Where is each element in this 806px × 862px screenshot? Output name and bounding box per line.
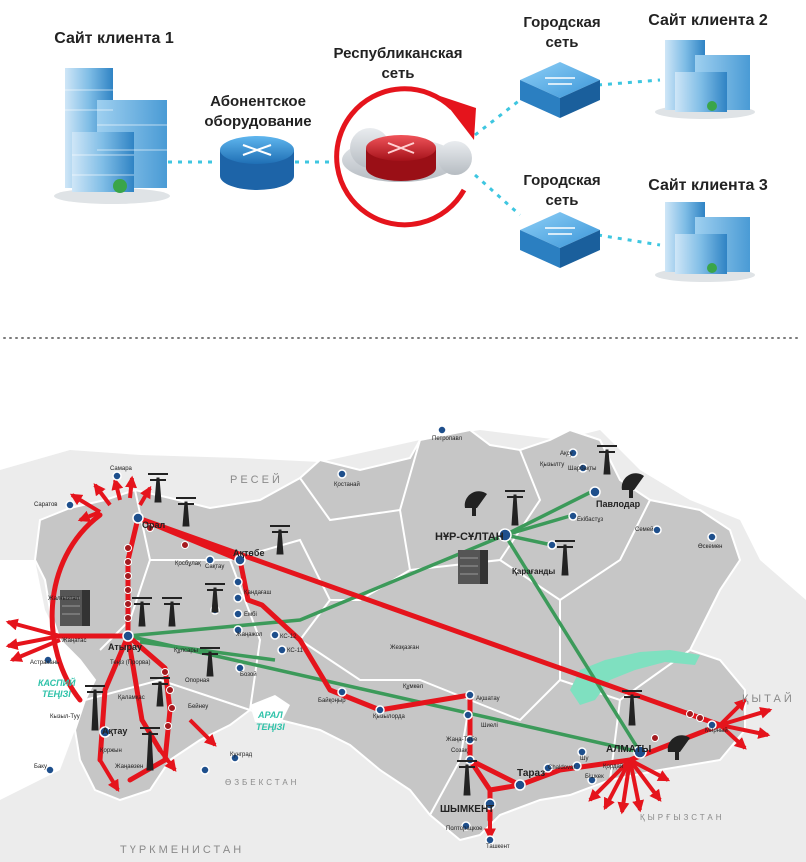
label-ks12: КС-12: [280, 634, 297, 640]
label-almaty: АЛМАТЫ: [606, 744, 652, 755]
label-taraz: Тараз: [517, 768, 545, 779]
small-city-labels: Петропавл Қостанай Семей Өскемен Жезқазғ…: [30, 436, 728, 850]
tower-icons: [85, 445, 642, 796]
label-baikonyr: Байқоңыр: [318, 697, 346, 704]
label-kyzylorda: Қызылорда: [373, 714, 405, 720]
label-kordai: Қордай: [603, 763, 623, 770]
label-mirny: Мирный: [705, 727, 728, 734]
subscriber-equipment-label-2: оборудование: [204, 113, 311, 130]
building-icon-3: [655, 202, 755, 282]
republican-network-label-2: сеть: [381, 65, 414, 82]
label-caspian-1: КАСПИЙ: [38, 677, 76, 688]
city-network-b-label-2: сеть: [545, 192, 578, 209]
label-tengiz: Теңіз (Прорва): [110, 660, 151, 666]
city-network-a-label-2: сеть: [545, 34, 578, 51]
label-zhanatas: Жаңатас: [62, 638, 86, 644]
label-kulsary: Құлсары: [174, 648, 198, 654]
label-kyrgyzstan: ҚЫРҒЫЗСТАН: [640, 813, 724, 822]
route-nodes: [124, 524, 704, 742]
label-oral: Орал: [142, 520, 166, 530]
label-kungrad: Кунград: [230, 752, 253, 758]
label-kyzylturu: Кызыл-Туу: [50, 714, 80, 720]
label-aktau: Ақтау: [102, 726, 127, 736]
label-atyrau: Атырау: [108, 642, 142, 652]
label-kandyagash: Қандағаш: [244, 590, 272, 596]
label-akshatau: Ақшатау: [476, 696, 500, 702]
label-kosbulak: Қосбұлақ: [175, 561, 201, 567]
switch-icon-city-b: [520, 212, 600, 268]
connection-lines: [168, 78, 661, 247]
switch-icon-city-a: [520, 62, 600, 118]
label-baku: Баку: [34, 764, 47, 770]
label-semey: Семей: [635, 526, 653, 533]
building-icon-1: [54, 68, 170, 204]
label-kostanay: Қостанай: [334, 481, 360, 488]
label-saratov: Саратов: [34, 502, 57, 508]
router-icon-subscriber: [220, 136, 294, 190]
republican-network-label-1: Республиканская: [333, 45, 462, 62]
subscriber-equipment-label-1: Абонентское: [210, 93, 306, 110]
red-arrow-clusters: [5, 475, 773, 841]
label-zhanaozen: Жаңаөзен: [115, 764, 143, 770]
label-shymkent: ШЫМКЕНТ: [440, 804, 494, 815]
client-site-3-label: Сайт клиента 3: [648, 177, 768, 194]
label-sozak: Созақ: [451, 748, 468, 754]
client-site-1-label: Сайт клиента 1: [54, 30, 174, 47]
label-pavlodar: Павлодар: [596, 499, 641, 509]
label-shu: Шу: [580, 756, 589, 762]
label-petropavl: Петропавл: [432, 436, 463, 442]
label-kazalinsk: Қоржын: [100, 748, 122, 754]
label-ks11: КС-11: [287, 648, 304, 654]
label-aral-1: АРАЛ: [257, 710, 284, 720]
label-ekibastuz: Екібастұз: [577, 517, 603, 523]
label-kumkol: Құмкөл: [403, 684, 424, 690]
label-bishkek: Бішкек: [585, 774, 604, 780]
label-kyzyltu: Қызылту: [540, 462, 564, 468]
label-shieli: Шиелі: [481, 723, 498, 729]
label-caspian-2: ТЕҢІЗІ: [42, 689, 71, 699]
green-backbone-lines: [127, 488, 642, 754]
label-turkmenistan: ТҮРКМЕНИСТАН: [120, 844, 244, 856]
city-network-b-label-1: Городская: [523, 172, 600, 189]
label-shcherbakty: Шарбақты: [568, 466, 597, 472]
label-china: ҚЫТАЙ: [742, 692, 795, 705]
label-bozoy: Бозой: [240, 671, 257, 678]
label-embi: Ембі: [244, 612, 257, 618]
label-chaldovar: Chaldovar: [548, 765, 575, 771]
label-aral-2: ТЕҢІЗІ: [256, 722, 285, 732]
label-samara: Самара: [110, 466, 133, 472]
top-diagram: Сайт клиента 1 Сайт клиента 2 Сайт клиен…: [54, 12, 768, 282]
label-uzbekistan: ӨЗБЕКСТАН: [225, 778, 299, 787]
satellite-dish-icons: [464, 473, 690, 760]
client-site-2-label: Сайт клиента 2: [648, 12, 768, 29]
building-icon-2: [655, 40, 755, 119]
label-oskemen: Өскемен: [698, 544, 722, 550]
label-zhanatobe: Жаңа-Төбе: [446, 737, 478, 743]
label-saktau: Сақтау: [205, 564, 224, 570]
label-opornaya: Опорная: [185, 678, 210, 684]
label-zhanazhol: Жаңажол: [236, 632, 263, 638]
label-aktobe: Ақтөбе: [233, 548, 264, 558]
label-russia: РЕСЕЙ: [230, 473, 283, 486]
city-network-a-label-1: Городская: [523, 14, 600, 31]
label-kalamkas: Қаламқас: [118, 695, 145, 701]
republican-network-icon: [334, 86, 476, 228]
server-rack-icons: [60, 550, 488, 626]
label-aksu-pav: Ақсу: [560, 451, 573, 457]
label-zhalyzhka: Жалғызтал: [48, 596, 80, 602]
label-nursultan: НҰР-СҰЛТАН: [435, 531, 504, 543]
label-poltoratskoe: Полторацкое: [446, 826, 483, 832]
red-routes: [49, 512, 723, 823]
label-tashkent: Ташкент: [486, 844, 510, 850]
label-beineu: Бейнеу: [188, 703, 208, 710]
label-karagandy: Қарағанды: [512, 567, 555, 576]
label-zhezkazgan: Жезқазған: [390, 645, 419, 651]
label-astrakhan: Астрахань: [30, 660, 59, 666]
